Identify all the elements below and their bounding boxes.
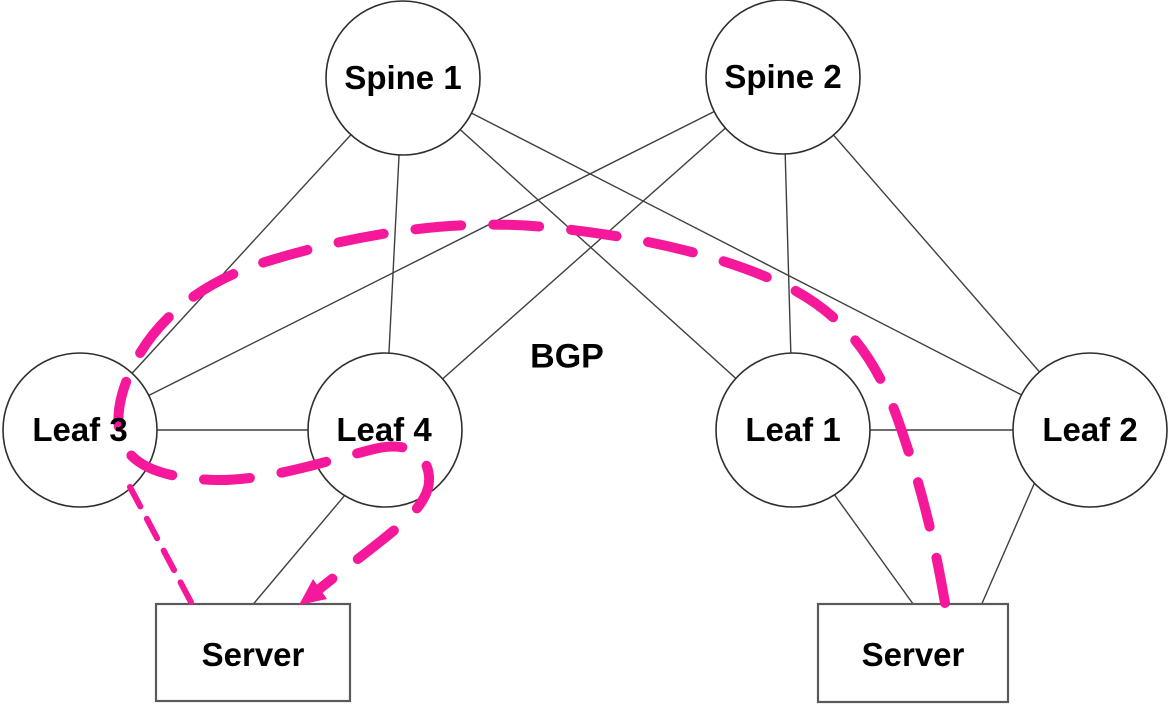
link-spine1-leaf1 [402,77,794,431]
node-leaf3-label: Leaf 3 [32,411,128,448]
link-spine1-leaf2 [402,77,1091,431]
node-leaf2-shape [1012,352,1168,508]
node-leaf2-label: Leaf 2 [1042,411,1138,448]
node-leaf1-shape [715,352,871,508]
node-spine1-label: Spine 1 [344,59,462,96]
leaf3-server-dashed-link [127,484,195,607]
link-spine2-leaf2 [782,76,1091,431]
node-spine1-shape [325,0,481,156]
highlight-layer [113,219,950,608]
link-spine1-leaf3 [79,77,404,431]
node-leaf1-label: Leaf 1 [745,411,841,448]
node-server-left-shape [154,602,352,703]
node-server-right-label: Server [861,636,965,673]
node-spine2-label: Spine 2 [724,58,842,95]
node-leaf4-label: Leaf 4 [336,411,432,448]
node-server-right-shape [816,602,1010,704]
bgp-annotation: BGP [530,337,604,376]
bgp-traffic-path [113,219,950,608]
bgp-path-arrowhead [299,579,327,605]
link-spine2-leaf4 [384,76,784,431]
link-spine2-leaf3 [79,76,784,431]
node-spine2-shape [705,0,861,155]
node-server-left-label: Server [201,636,305,673]
